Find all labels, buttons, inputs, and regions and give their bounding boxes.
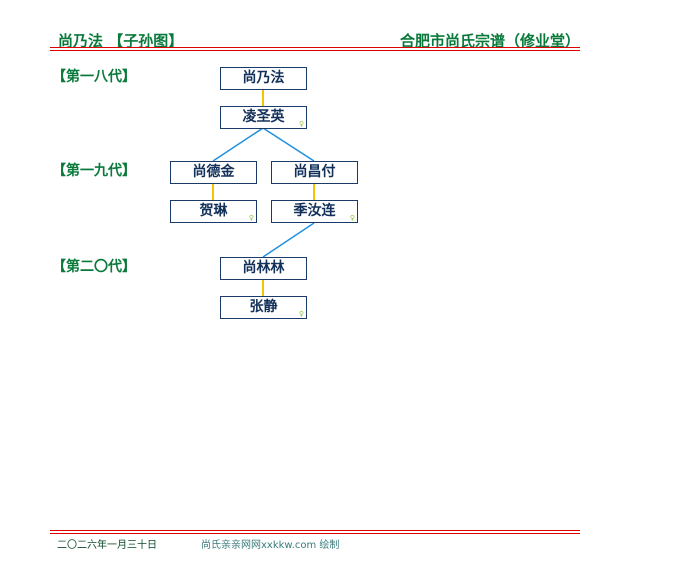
spouse-box[interactable]: 凌圣英 ♀: [220, 106, 307, 129]
person-name: 尚林林: [242, 260, 285, 276]
header-rule: [50, 50, 580, 51]
footer-credit: 尚氏亲亲网网xxkkw.com 绘制: [201, 540, 340, 551]
female-icon: ♀: [248, 214, 254, 222]
person-name: 贺琳: [199, 203, 228, 219]
person-box[interactable]: 尚德金: [170, 161, 257, 184]
header-rule: [50, 47, 580, 48]
child-line: [212, 127, 264, 162]
genealogy-title: 合肥市尚氏宗谱（修业堂）: [399, 32, 580, 50]
page-title: 尚乃法 【子孙图】: [58, 32, 184, 50]
person-name: 尚乃法: [242, 70, 285, 86]
footer-date: 二〇二六年一月三十日: [57, 540, 157, 551]
generation-label: 【第二〇代】: [52, 259, 136, 275]
person-box[interactable]: 尚乃法: [220, 67, 307, 90]
child-line: [262, 127, 315, 162]
generation-label: 【第一九代】: [52, 163, 136, 179]
footer-rule: [50, 533, 580, 534]
generation-label: 【第一八代】: [52, 69, 136, 85]
footer-rule: [50, 530, 580, 531]
person-box[interactable]: 尚林林: [220, 257, 307, 280]
person-name: 凌圣英: [242, 109, 285, 125]
spouse-box[interactable]: 贺琳 ♀: [170, 200, 257, 223]
person-name: 季汝连: [293, 203, 336, 219]
child-line: [262, 222, 315, 258]
person-box[interactable]: 尚昌付: [271, 161, 358, 184]
female-icon: ♀: [298, 310, 304, 318]
spouse-box[interactable]: 季汝连 ♀: [271, 200, 358, 223]
person-name: 尚昌付: [293, 164, 336, 180]
person-name: 张静: [249, 299, 278, 315]
female-icon: ♀: [349, 214, 355, 222]
person-name: 尚德金: [192, 164, 235, 180]
spouse-box[interactable]: 张静 ♀: [220, 296, 307, 319]
female-icon: ♀: [298, 120, 304, 128]
